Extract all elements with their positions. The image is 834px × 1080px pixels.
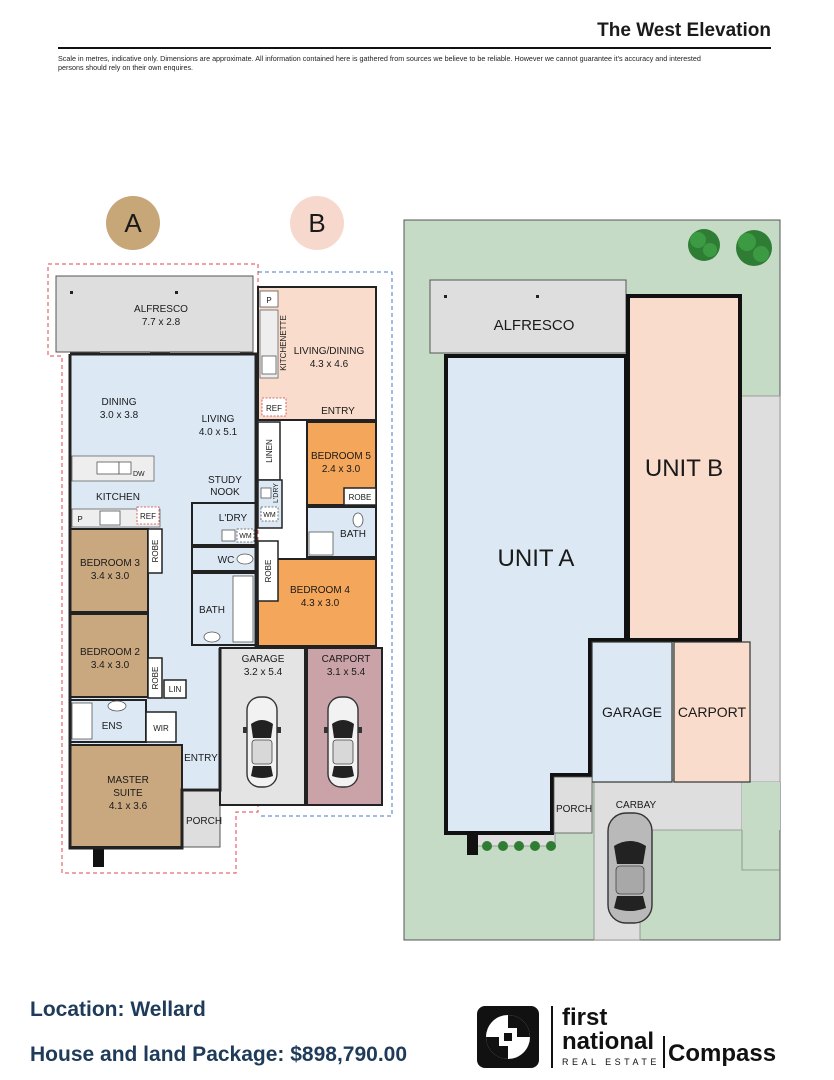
carport-b-label: CARPORT <box>322 654 371 665</box>
brand-first: first <box>562 1004 608 1031</box>
linen-b-label: LINEN <box>265 439 274 463</box>
living-label: LIVING <box>202 414 235 425</box>
entry-a-label: ENTRY <box>184 753 218 764</box>
ensuite-label: ENS <box>102 721 123 732</box>
master-label: MASTER <box>107 775 149 786</box>
dining-dim: 3.0 x 3.8 <box>100 410 139 421</box>
washing-machine-a-label: WM <box>239 533 252 540</box>
site-carport <box>673 641 751 783</box>
bedroom-2-label: BEDROOM 2 <box>80 647 140 658</box>
bedroom-2-dim: 3.4 x 3.0 <box>91 660 130 671</box>
porch-a-label: PORCH <box>186 816 222 827</box>
dining-label: DINING <box>102 397 137 408</box>
site-unit-b <box>626 294 742 642</box>
master-dim: 4.1 x 3.6 <box>109 801 148 812</box>
site-unit-a-label: UNIT A <box>498 545 575 572</box>
bedroom-3-dim: 3.4 x 3.0 <box>91 571 130 582</box>
garage-a-label: GARAGE <box>242 654 285 665</box>
page-title: The West Elevation <box>597 20 771 41</box>
package-price-text: House and land Package: $898,790.00 <box>30 1043 408 1066</box>
garage-a-car <box>242 696 282 788</box>
bedroom-3-label: BEDROOM 3 <box>80 558 140 569</box>
brand-divider <box>663 1036 665 1068</box>
bedroom-4-label: BEDROOM 4 <box>290 585 350 596</box>
first-national-logo-icon <box>477 1006 539 1068</box>
alfresco-a <box>55 275 254 353</box>
unit-b-marker-letter: B <box>308 208 325 238</box>
fridge-a-label: REF <box>140 512 156 521</box>
linen-a-label: LIN <box>169 685 182 694</box>
wc-room <box>191 546 257 572</box>
location-text: Location: Wellard <box>30 998 206 1021</box>
site-alfresco-label: ALFRESCO <box>494 317 575 334</box>
robe-bedroom-3-label: ROBE <box>151 540 160 563</box>
pantry-b-label: P <box>266 296 271 305</box>
living-dining-b-label: LIVING/DINING <box>294 346 365 357</box>
laundry-a-label: L'DRY <box>219 513 248 524</box>
logo-divider <box>551 1006 553 1068</box>
pantry-a-label: P <box>77 515 82 524</box>
tree-icon <box>736 230 772 266</box>
alfresco-a-dim: 7.7 x 2.8 <box>142 317 181 328</box>
kitchenette-label: KITCHENETTE <box>279 315 288 371</box>
bedroom-5-dim: 2.4 x 3.0 <box>322 464 361 475</box>
entry-b-label: ENTRY <box>321 406 355 417</box>
bedroom-2 <box>69 613 149 698</box>
porch-a <box>181 789 221 848</box>
robe-bedroom-4-label: ROBE <box>264 560 273 583</box>
robe-bedroom-5-label: ROBE <box>349 493 372 502</box>
site-garage-label: GARAGE <box>602 704 662 720</box>
site-carport-label: CARPORT <box>678 704 747 720</box>
washing-machine-b-label: WM <box>263 512 276 519</box>
alfresco-a-label: ALFRESCO <box>134 304 188 315</box>
suite-label: SUITE <box>113 788 143 799</box>
study-label: STUDY <box>208 475 242 486</box>
hedge <box>482 841 556 851</box>
site-alfresco <box>429 279 627 354</box>
carbay-car <box>607 812 653 924</box>
site-unit-b-label: UNIT B <box>645 455 723 482</box>
laundry-b-label: L'DRY <box>273 483 280 503</box>
site-porch <box>553 776 593 834</box>
garage-a-dim: 3.2 x 5.4 <box>244 667 283 678</box>
brand-compass: Compass <box>668 1040 777 1067</box>
brand-real-estate: REAL ESTATE <box>562 1057 660 1067</box>
unit-a-walls <box>68 352 258 850</box>
site-garage <box>591 641 673 783</box>
fridge-b-label: REF <box>266 404 282 413</box>
site-porch-label: PORCH <box>556 804 592 815</box>
disclaimer-text: Scale in metres, indicative only. Dimens… <box>58 54 701 72</box>
brand-national: national <box>562 1028 655 1055</box>
carport-b-dim: 3.1 x 5.4 <box>327 667 366 678</box>
bath-a-label: BATH <box>199 605 225 616</box>
nook-label: NOOK <box>210 487 240 498</box>
living-dining-b-dim: 4.3 x 4.6 <box>310 359 349 370</box>
robe-bedroom-2-label: ROBE <box>151 667 160 690</box>
wir-label: WIR <box>153 724 169 733</box>
site-carbay-label: CARBAY <box>616 800 657 811</box>
bedroom-5-label: BEDROOM 5 <box>311 451 371 462</box>
master-suite <box>69 744 183 848</box>
unit-b-boundary <box>258 271 393 817</box>
unit-a-marker: A <box>106 196 160 250</box>
walk-in-robe <box>145 711 177 743</box>
dishwasher-label: DW <box>133 471 145 478</box>
bath-b-label: BATH <box>340 529 366 540</box>
bedroom-3 <box>69 528 149 613</box>
bedroom-4-dim: 4.3 x 3.0 <box>301 598 340 609</box>
kitchen-label: KITCHEN <box>96 492 140 503</box>
wc-label: WC <box>218 555 235 566</box>
unit-a-marker-letter: A <box>124 208 142 238</box>
title-divider <box>58 47 771 49</box>
living-dim: 4.0 x 5.1 <box>199 427 238 438</box>
unit-b-marker: B <box>290 196 344 250</box>
carport-b-car <box>323 696 363 788</box>
tree-icon <box>688 229 720 261</box>
